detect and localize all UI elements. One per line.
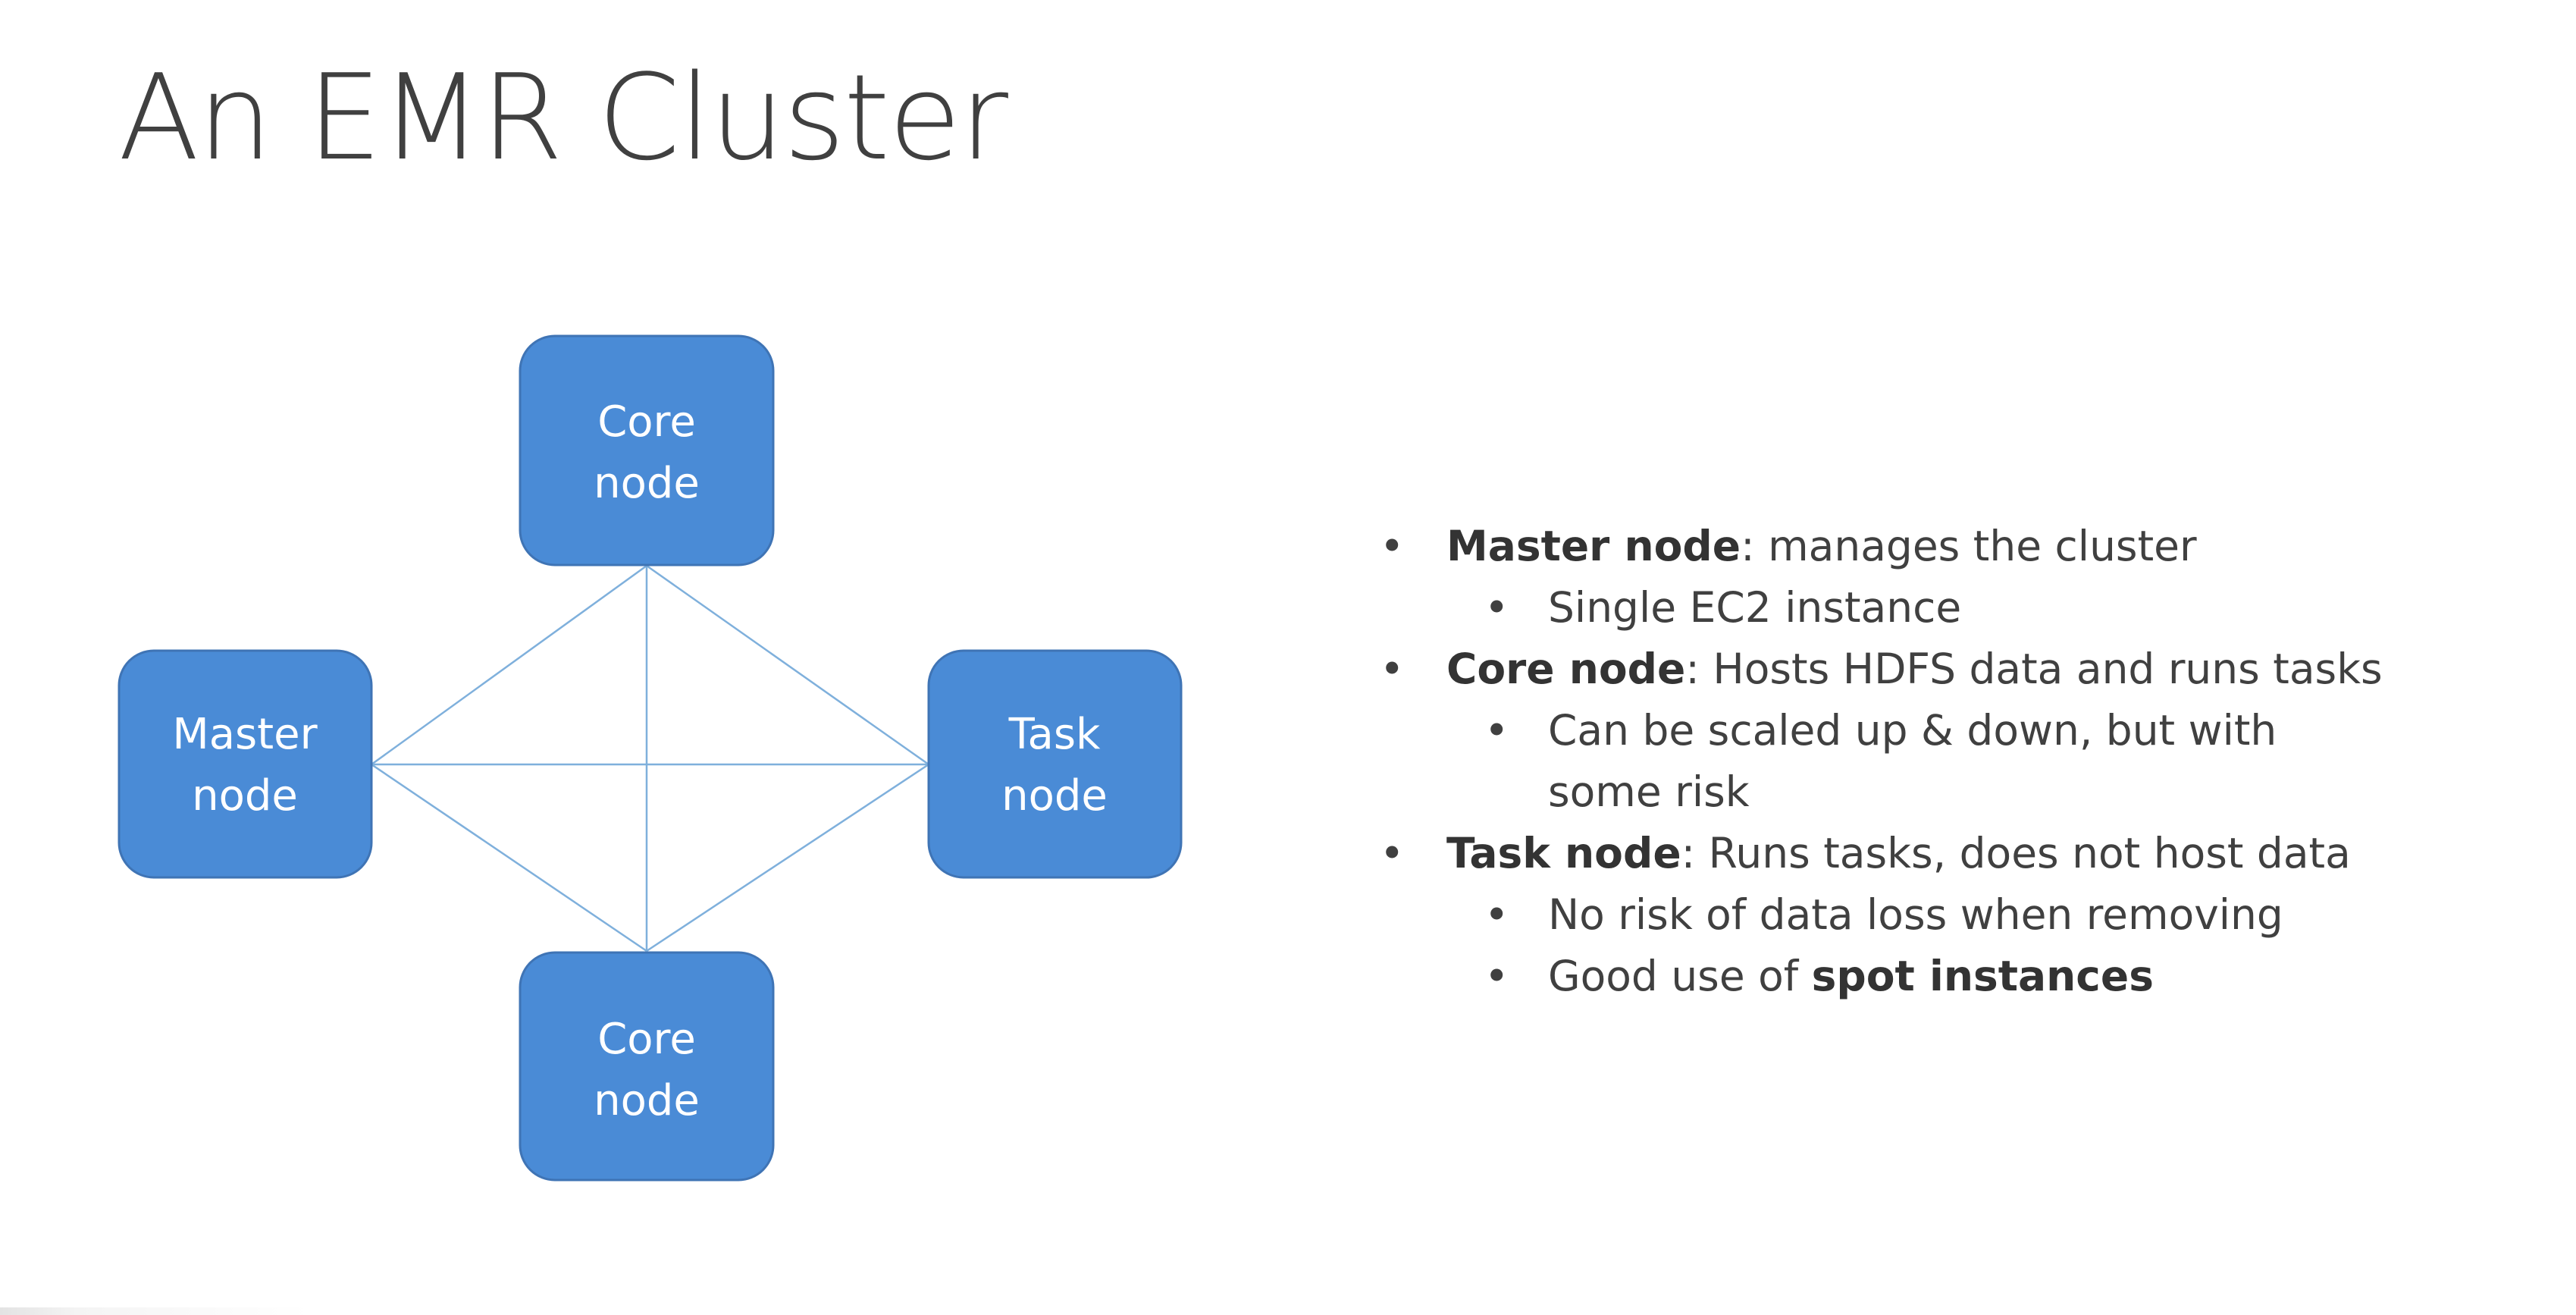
- edge-core-top-to-task: [646, 564, 929, 766]
- node-core-top-box: [519, 334, 775, 566]
- node-master-box: [118, 649, 373, 879]
- diagram-edges: [371, 564, 929, 953]
- node-master: Master node: [118, 649, 373, 879]
- node-task-label-line2: node: [1001, 771, 1108, 821]
- slide-bottom-edge: [0, 1307, 2576, 1315]
- edge-master-to-core-top: [371, 564, 647, 766]
- node-core-bottom-label-line1: Core: [597, 1015, 696, 1064]
- bullet-master-node-term: Master node: [1446, 522, 1741, 570]
- sub-bullet-master-1: Single EC2 instance: [1380, 577, 2517, 639]
- bullet-master-node-desc: : manages the cluster: [1741, 522, 2197, 570]
- node-core-bottom: Core node: [519, 951, 775, 1182]
- sub-bullet-core-1-line2: some risk: [1548, 767, 1750, 816]
- bullet-core-node-term: Core node: [1446, 645, 1686, 693]
- bullet-list: Master node: manages the cluster Single …: [1380, 516, 2517, 1007]
- bullet-master-node: Master node: manages the cluster: [1380, 516, 2517, 577]
- bullet-core-node-desc: : Hosts HDFS data and runs tasks: [1685, 645, 2383, 693]
- sub-bullet-task-2-term: spot instances: [1811, 952, 2154, 1000]
- bullet-core-node: Core node: Hosts HDFS data and runs task…: [1380, 639, 2517, 700]
- sub-bullet-task-1: No risk of data loss when removing: [1380, 884, 2517, 946]
- node-core-top-label-line1: Core: [597, 397, 696, 447]
- node-task: Task node: [927, 649, 1183, 879]
- edge-master-to-core-bottom: [371, 763, 647, 953]
- bullet-task-node-desc: : Runs tasks, does not host data: [1681, 829, 2351, 877]
- bullet-task-node: Task node: Runs tasks, does not host dat…: [1380, 823, 2517, 884]
- node-core-top: Core node: [519, 334, 775, 566]
- sub-bullet-task-2: Good use of spot instances: [1380, 946, 2517, 1007]
- node-core-bottom-box: [519, 951, 775, 1182]
- node-core-bottom-label-line2: node: [594, 1076, 700, 1125]
- sub-bullet-core-1: Can be scaled up & down, but with some r…: [1380, 700, 2517, 823]
- sub-bullet-task-2-prefix: Good use of: [1548, 952, 1812, 1000]
- node-master-label-line2: node: [192, 771, 298, 821]
- slide-title: An EMR Cluster: [118, 49, 1008, 187]
- node-task-label-line1: Task: [1008, 710, 1101, 759]
- edge-core-bottom-to-task: [646, 763, 929, 953]
- sub-bullet-core-1-line1: Can be scaled up & down, but with: [1548, 706, 2277, 755]
- bullet-task-node-term: Task node: [1446, 829, 1681, 877]
- node-task-box: [927, 649, 1183, 879]
- node-master-label-line1: Master: [172, 710, 318, 759]
- node-core-top-label-line2: node: [594, 459, 700, 508]
